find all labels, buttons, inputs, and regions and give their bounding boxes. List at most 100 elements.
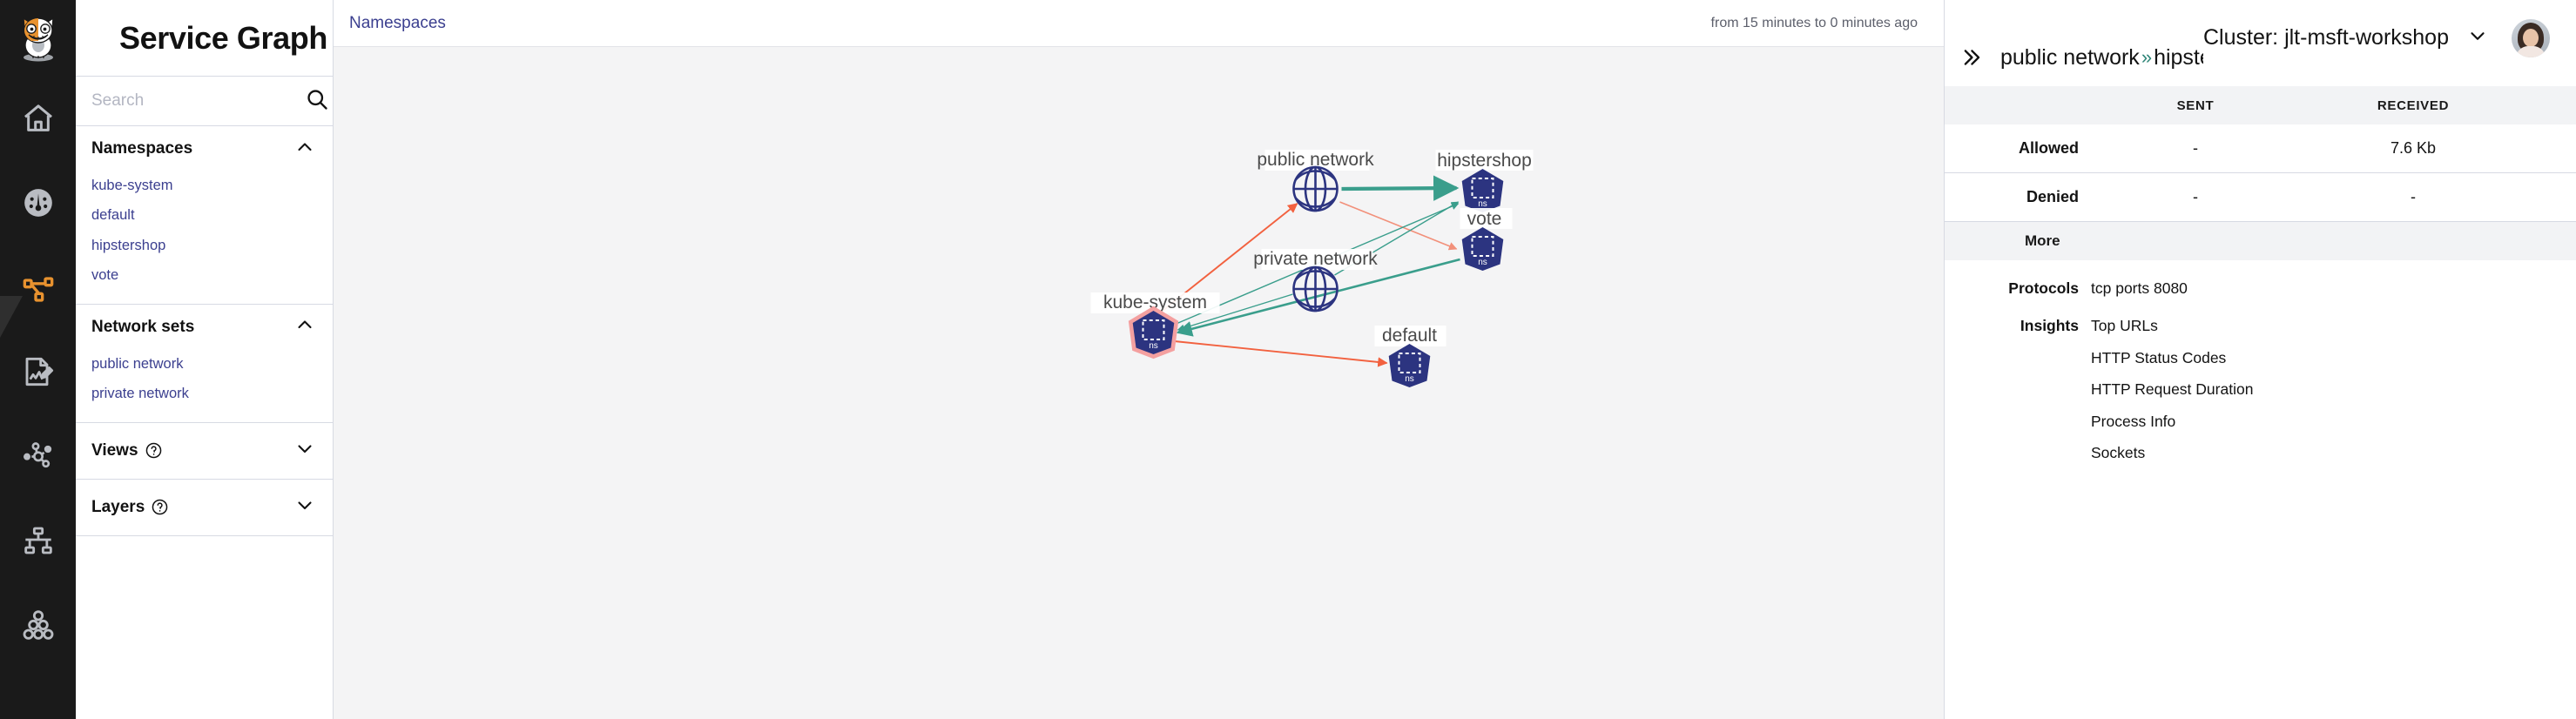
sidebar-item-public-network[interactable]: public network xyxy=(91,355,184,372)
section-header-namespaces[interactable]: Namespaces xyxy=(76,126,333,171)
column-header-sent: SENT xyxy=(2176,97,2215,113)
graph-node-label-kube-system: kube-system xyxy=(1103,292,1207,312)
gauge-icon xyxy=(21,185,56,220)
section-layers: Layers xyxy=(76,480,333,536)
chevron-down-icon[interactable] xyxy=(2466,24,2489,51)
sidebar-item-service-graph[interactable] xyxy=(0,245,76,329)
edge-private-network-kube-system[interactable] xyxy=(1177,293,1293,332)
sidebar-item-nodes[interactable] xyxy=(0,413,76,498)
details-breadcrumb-source[interactable]: public network xyxy=(2000,44,2140,70)
cluster-label: Cluster: jlt-msft-workshop xyxy=(2203,25,2449,50)
sidebar-item-dashboard[interactable] xyxy=(0,160,76,245)
details-breadcrumb-separator: » xyxy=(2141,46,2153,68)
cell-allowed-sent: - xyxy=(2193,139,2198,157)
graph-node-private-network[interactable]: private network xyxy=(1253,249,1378,312)
selected-ring xyxy=(1128,306,1179,360)
edge-public-network-hipstershop[interactable] xyxy=(1341,175,1460,201)
breadcrumb[interactable]: Namespaces xyxy=(349,13,446,32)
edge-kube-system-default[interactable] xyxy=(1174,340,1388,367)
namespace-node-icon: ns xyxy=(1388,344,1431,387)
row-label-allowed: Allowed xyxy=(2018,139,2079,157)
insight-http-request-duration[interactable]: HTTP Request Duration xyxy=(2091,380,2254,398)
sidebar-item-default[interactable]: default xyxy=(91,207,135,224)
section-header-views[interactable]: Views xyxy=(76,423,333,479)
header-right: Cluster: jlt-msft-workshop xyxy=(2203,0,2576,76)
chevron-down-icon[interactable] xyxy=(294,494,315,520)
search-icon[interactable] xyxy=(305,87,329,116)
graph-canvas[interactable]: Namespaces from 15 minutes to 0 minutes … xyxy=(334,0,1945,719)
sidebar-item-hipstershop[interactable]: hipstershop xyxy=(91,237,166,253)
graph-node-public-network[interactable]: public network xyxy=(1257,150,1374,212)
sidebar-item-policies[interactable] xyxy=(0,329,76,413)
section-body-network-sets: public network private network xyxy=(76,350,333,422)
chevron-double-right-icon[interactable] xyxy=(1960,45,1985,70)
more-label: More xyxy=(2025,232,2060,249)
edge-public-network-vote[interactable] xyxy=(1339,201,1458,251)
graph-node-sublabel: ns xyxy=(1478,258,1487,267)
graph-node-label-default: default xyxy=(1382,326,1437,346)
cell-denied-received: - xyxy=(2411,188,2416,205)
namespace-node-icon: ns xyxy=(1461,227,1504,271)
graph-node-sublabel: ns xyxy=(1478,199,1487,209)
graph-node-sublabel: ns xyxy=(1405,374,1414,384)
sidebar-item-kube-system[interactable]: kube-system xyxy=(91,178,173,193)
section-body-namespaces: kube-system default hipstershop vote xyxy=(76,171,333,304)
service-graph-icon xyxy=(21,270,56,305)
graph-node-sublabel: ns xyxy=(1149,341,1158,351)
traffic-table: SENT RECEIVED Allowed - 7.6 Kb Denied - … xyxy=(1945,86,2576,222)
edge-vote-kube-system[interactable] xyxy=(1176,258,1460,337)
insight-top-urls[interactable]: Top URLs xyxy=(2091,317,2158,334)
help-circle-icon[interactable] xyxy=(151,498,169,516)
graph-node-label-private-network: private network xyxy=(1253,249,1378,269)
graph-node-kube-system[interactable]: kube-system ns xyxy=(1090,292,1220,360)
sidebar-item-home[interactable] xyxy=(0,76,76,160)
search-box[interactable] xyxy=(76,77,344,125)
cluster-circles-icon xyxy=(21,608,56,642)
section-views: Views xyxy=(76,423,333,480)
cluster-selector[interactable]: Cluster: jlt-msft-workshop xyxy=(2203,24,2489,51)
protocols-value: tcp ports 8080 xyxy=(2091,279,2188,297)
sidebar-item-private-network[interactable]: private network xyxy=(91,386,189,402)
graph-node-label-hipstershop: hipstershop xyxy=(1437,151,1532,171)
section-header-layers[interactable]: Layers xyxy=(76,480,333,535)
globe-icon xyxy=(1292,165,1339,212)
left-panel-topbar: Service Graph xyxy=(76,0,333,76)
help-circle-icon[interactable] xyxy=(145,441,163,460)
table-row: Denied - - xyxy=(1945,173,2576,222)
org-chart-icon xyxy=(21,523,56,558)
section-title-namespaces: Namespaces xyxy=(91,139,193,158)
section-title-views: Views xyxy=(91,440,138,460)
row-label-denied: Denied xyxy=(2026,188,2079,205)
globe-icon xyxy=(1292,265,1339,312)
canvas-toolbar: Namespaces from 15 minutes to 0 minutes … xyxy=(334,0,1944,47)
insight-sockets[interactable]: Sockets xyxy=(2091,444,2146,461)
more-section-header[interactable]: More xyxy=(1945,222,2576,260)
protocols-row: Protocols tcp ports 8080 xyxy=(1945,279,2576,298)
section-header-network-sets[interactable]: Network sets xyxy=(76,305,333,350)
service-graph-svg[interactable]: public network private network xyxy=(334,47,1944,719)
graph-node-default[interactable]: default ns xyxy=(1374,326,1446,387)
page-title: Service Graph xyxy=(119,19,327,56)
avatar[interactable] xyxy=(2512,18,2550,57)
chevron-up-icon[interactable] xyxy=(294,137,315,162)
home-icon xyxy=(21,101,56,136)
chevron-down-icon[interactable] xyxy=(294,438,315,463)
search-input[interactable] xyxy=(91,91,305,111)
chevron-up-icon[interactable] xyxy=(294,314,315,339)
document-pencil-icon xyxy=(21,354,56,389)
insight-process-info[interactable]: Process Info xyxy=(2091,412,2176,430)
namespace-node-icon: ns xyxy=(1461,169,1504,212)
sidebar-item-vote[interactable]: vote xyxy=(91,267,119,284)
sidebar-item-hierarchy[interactable] xyxy=(0,498,76,582)
sidebar-item-clusters[interactable] xyxy=(0,582,76,667)
network-nodes-icon xyxy=(21,439,56,474)
graph-node-vote[interactable]: vote ns xyxy=(1460,208,1513,271)
time-range-label[interactable]: from 15 minutes to 0 minutes ago xyxy=(1710,15,1918,30)
cat-logo-icon[interactable] xyxy=(0,0,76,76)
section-namespaces: Namespaces kube-system default hipstersh… xyxy=(76,126,333,305)
cell-allowed-received: 7.6 Kb xyxy=(2390,139,2437,157)
insight-http-status-codes[interactable]: HTTP Status Codes xyxy=(2091,348,2227,366)
graph-node-hipstershop[interactable]: hipstershop ns xyxy=(1435,150,1534,212)
icon-rail xyxy=(0,0,76,719)
